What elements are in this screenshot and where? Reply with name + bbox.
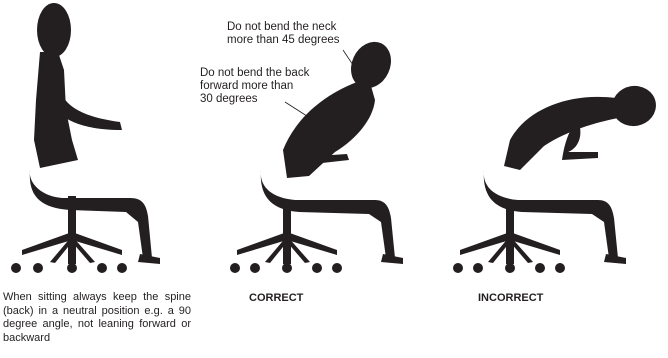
- incorrect-label: INCORRECT: [478, 292, 543, 306]
- posture-caption: When sitting always keep the spine (back…: [3, 291, 191, 345]
- correct-label: CORRECT: [249, 292, 303, 306]
- back-angle-note: Do not bend the back forward more than 3…: [200, 67, 309, 106]
- neck-angle-note: Do not bend the neck more than 45 degree…: [227, 21, 340, 47]
- neck-leader-line: [343, 50, 363, 80]
